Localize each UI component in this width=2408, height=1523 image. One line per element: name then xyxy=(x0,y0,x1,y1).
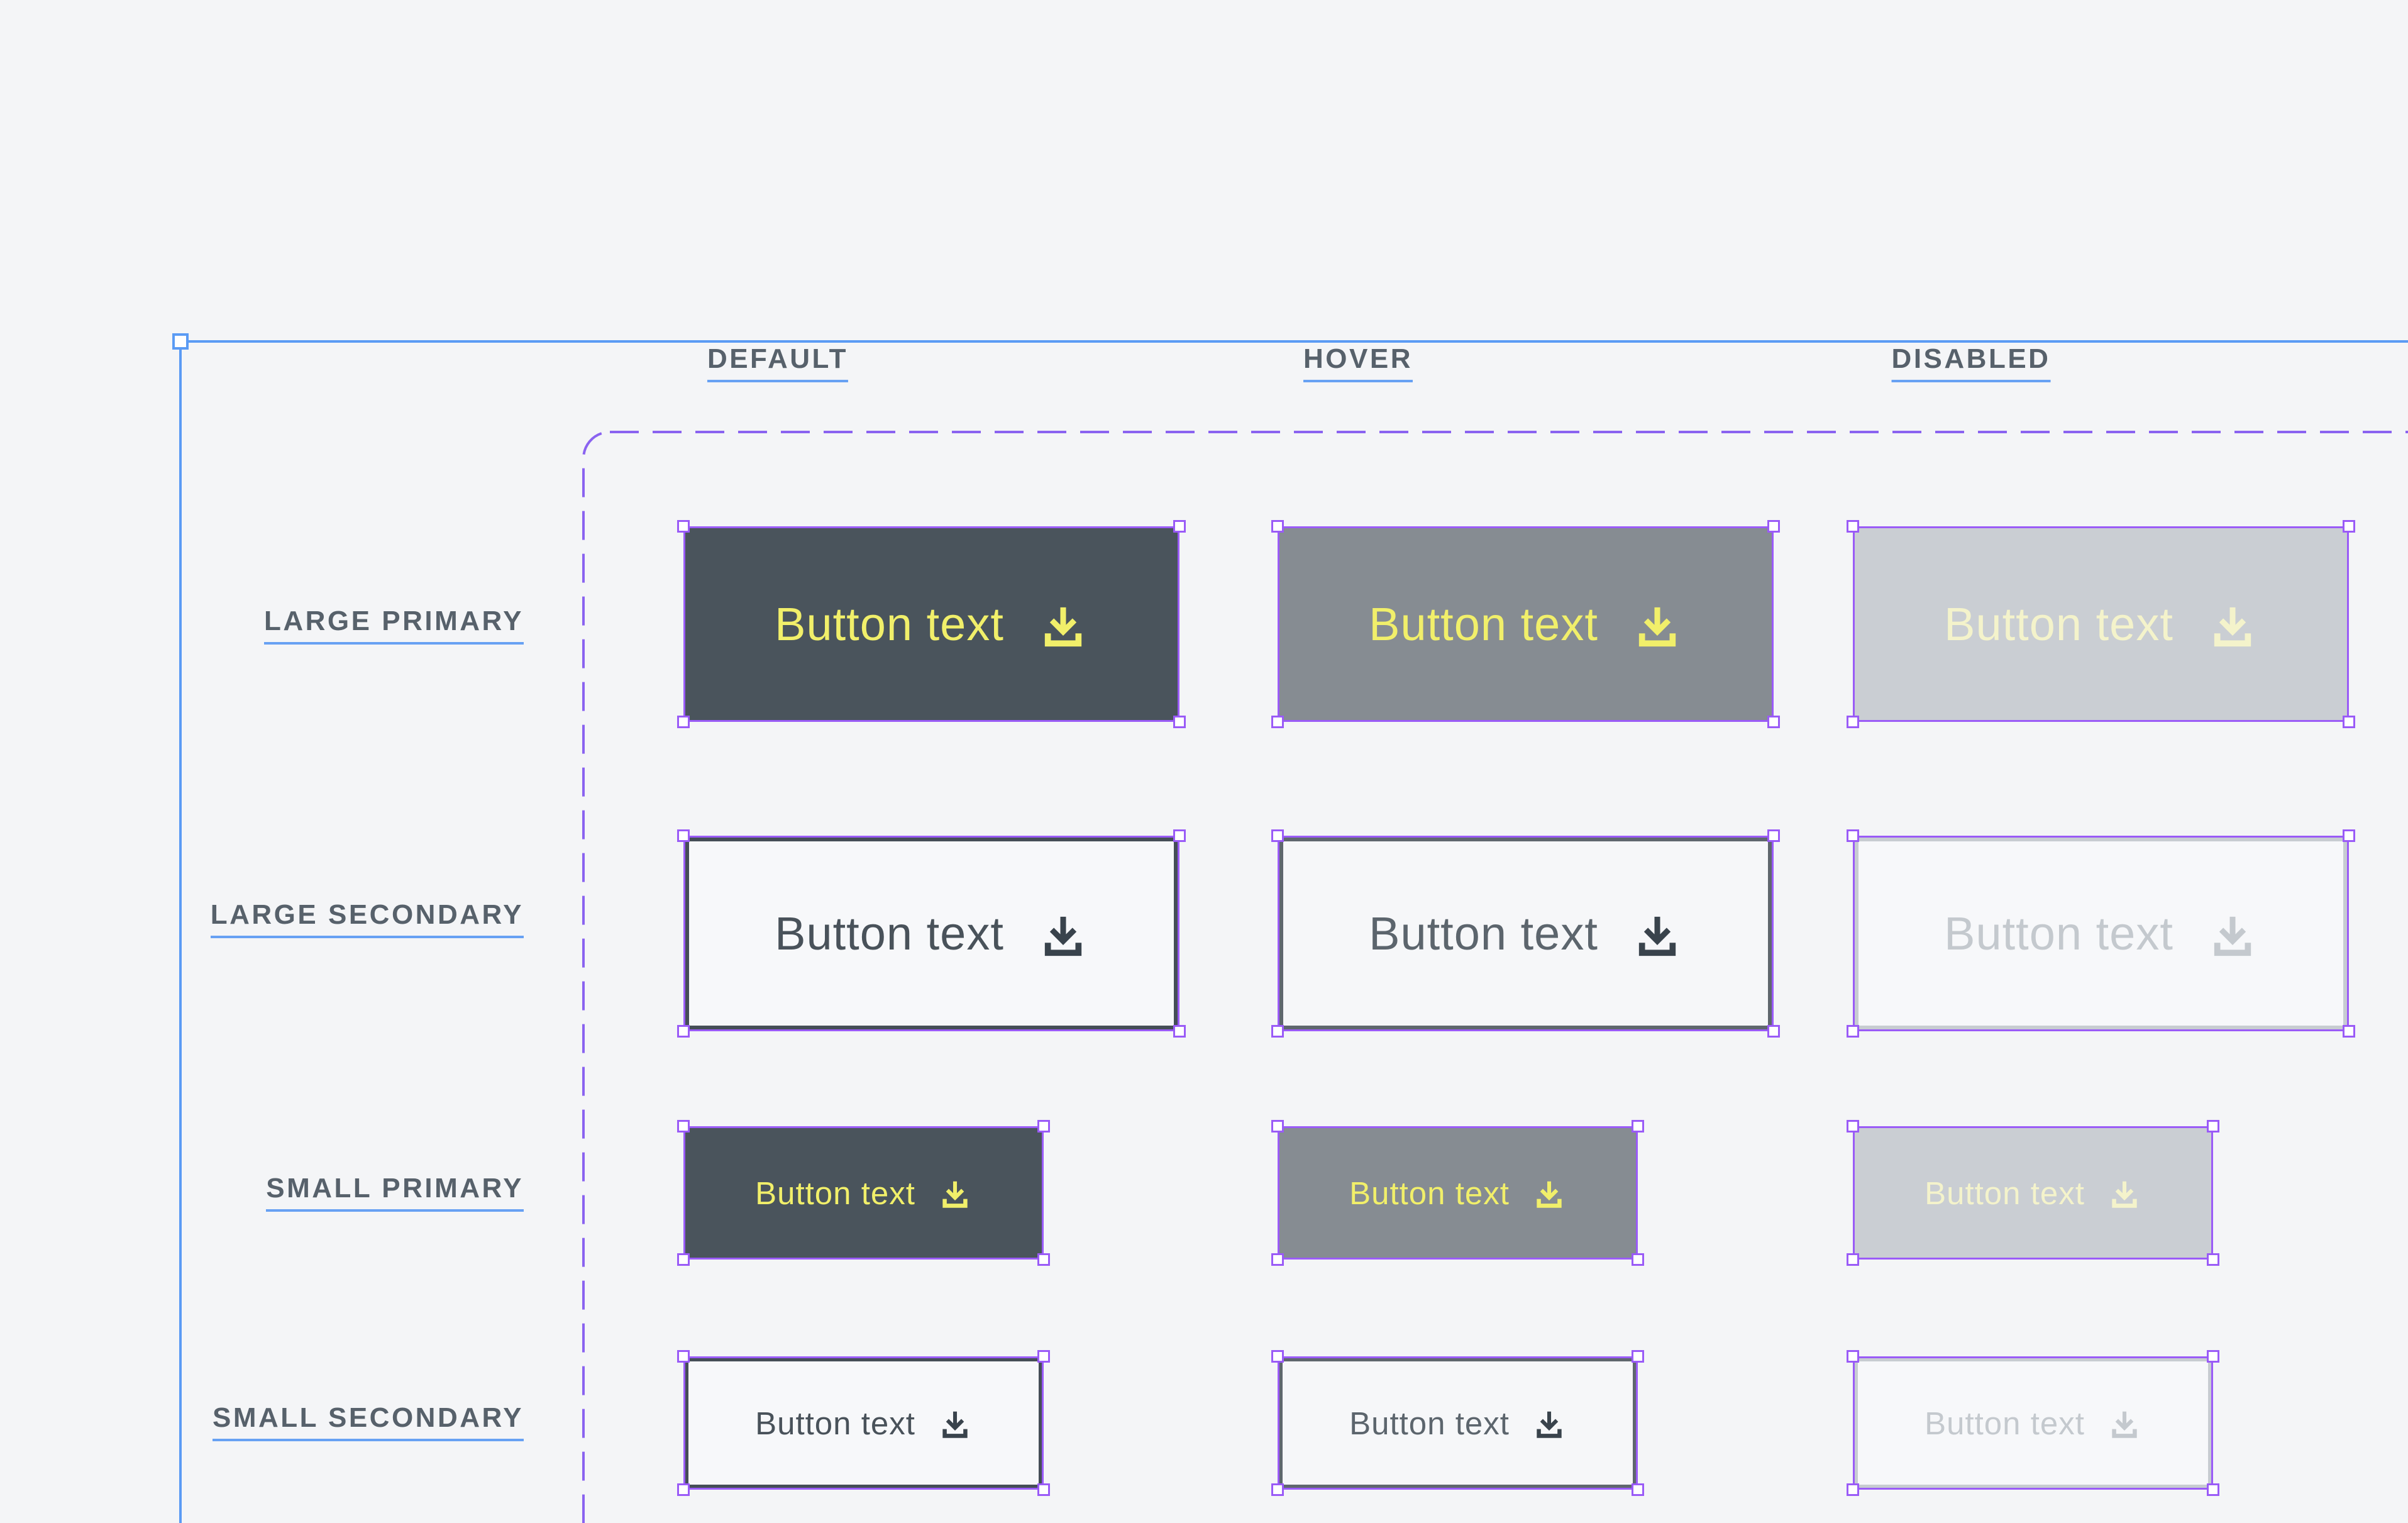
download-icon xyxy=(2214,916,2251,956)
button-small-primary-default[interactable]: Button text xyxy=(685,1128,1042,1258)
column-header-hover: HOVER xyxy=(1303,343,1413,382)
button-large-primary-hover[interactable]: Button text xyxy=(1279,528,1772,720)
cell-small-secondary-hover: Button text xyxy=(1271,1350,1644,1496)
button-large-secondary-default[interactable]: Button text xyxy=(685,838,1178,1029)
cell-large-secondary-hover: Button text xyxy=(1271,829,1780,1038)
button-small-primary-disabled[interactable]: Button text xyxy=(1855,1128,2211,1258)
button-small-secondary-hover[interactable]: Button text xyxy=(1279,1358,1636,1488)
button-label: Button text xyxy=(755,1405,915,1441)
button-large-primary-disabled[interactable]: Button text xyxy=(1855,528,2347,720)
cell-large-secondary-default: Button text xyxy=(677,829,1186,1038)
button-large-primary-default[interactable]: Button text xyxy=(685,528,1178,720)
cell-small-secondary-disabled: Button text xyxy=(1847,1350,2219,1496)
row-label-large-primary: LARGE PRIMARY xyxy=(0,606,524,645)
download-icon xyxy=(2112,1411,2137,1438)
button-label: Button text xyxy=(1349,1175,1510,1211)
button-label: Button text xyxy=(755,1175,915,1211)
cell-large-secondary-disabled: Button text xyxy=(1847,829,2355,1038)
button-label: Button text xyxy=(1349,1405,1510,1441)
download-icon xyxy=(2112,1181,2137,1208)
button-label: Button text xyxy=(775,907,1004,960)
cell-large-primary-hover: Button text xyxy=(1271,520,1780,728)
button-large-secondary-disabled[interactable]: Button text xyxy=(1855,838,2347,1029)
button-small-primary-hover[interactable]: Button text xyxy=(1279,1128,1636,1258)
download-icon xyxy=(1638,916,1676,956)
row-label-small-secondary: SMALL SECONDARY xyxy=(0,1402,524,1441)
row-label-text: SMALL SECONDARY xyxy=(213,1402,524,1441)
download-icon xyxy=(1044,916,1082,956)
artboard-corner-handle[interactable] xyxy=(172,333,189,350)
column-header-disabled: DISABLED xyxy=(1891,343,2051,382)
cell-small-secondary-default: Button text xyxy=(677,1350,1050,1496)
button-small-secondary-default[interactable]: Button text xyxy=(685,1358,1042,1488)
button-label: Button text xyxy=(1369,598,1598,650)
button-label: Button text xyxy=(1925,1405,2085,1441)
download-icon xyxy=(2214,607,2251,646)
download-icon xyxy=(942,1181,968,1208)
download-icon xyxy=(1638,607,1676,646)
artboard-frame-top-edge xyxy=(179,340,2408,343)
button-label: Button text xyxy=(775,598,1004,650)
button-label: Button text xyxy=(1925,1175,2085,1211)
download-icon xyxy=(942,1411,968,1438)
button-large-secondary-hover[interactable]: Button text xyxy=(1279,838,1772,1029)
button-label: Button text xyxy=(1944,598,2173,650)
cell-small-primary-hover: Button text xyxy=(1271,1120,1644,1266)
row-label-text: LARGE PRIMARY xyxy=(264,606,524,645)
row-label-large-secondary: LARGE SECONDARY xyxy=(0,899,524,938)
row-label-text: SMALL PRIMARY xyxy=(266,1173,524,1212)
cell-large-primary-disabled: Button text xyxy=(1847,520,2355,728)
row-label-small-primary: SMALL PRIMARY xyxy=(0,1173,524,1212)
download-icon xyxy=(1537,1181,1562,1208)
column-header-default: DEFAULT xyxy=(707,343,849,382)
row-label-text: LARGE SECONDARY xyxy=(210,899,524,938)
cell-small-primary-disabled: Button text xyxy=(1847,1120,2219,1266)
button-label: Button text xyxy=(1944,907,2173,960)
artboard-frame-left-edge xyxy=(179,340,182,1523)
button-small-secondary-disabled[interactable]: Button text xyxy=(1855,1358,2211,1488)
cell-small-primary-default: Button text xyxy=(677,1120,1050,1266)
cell-large-primary-default: Button text xyxy=(677,520,1186,728)
button-label: Button text xyxy=(1369,907,1598,960)
download-icon xyxy=(1537,1411,1562,1438)
download-icon xyxy=(1044,607,1082,646)
